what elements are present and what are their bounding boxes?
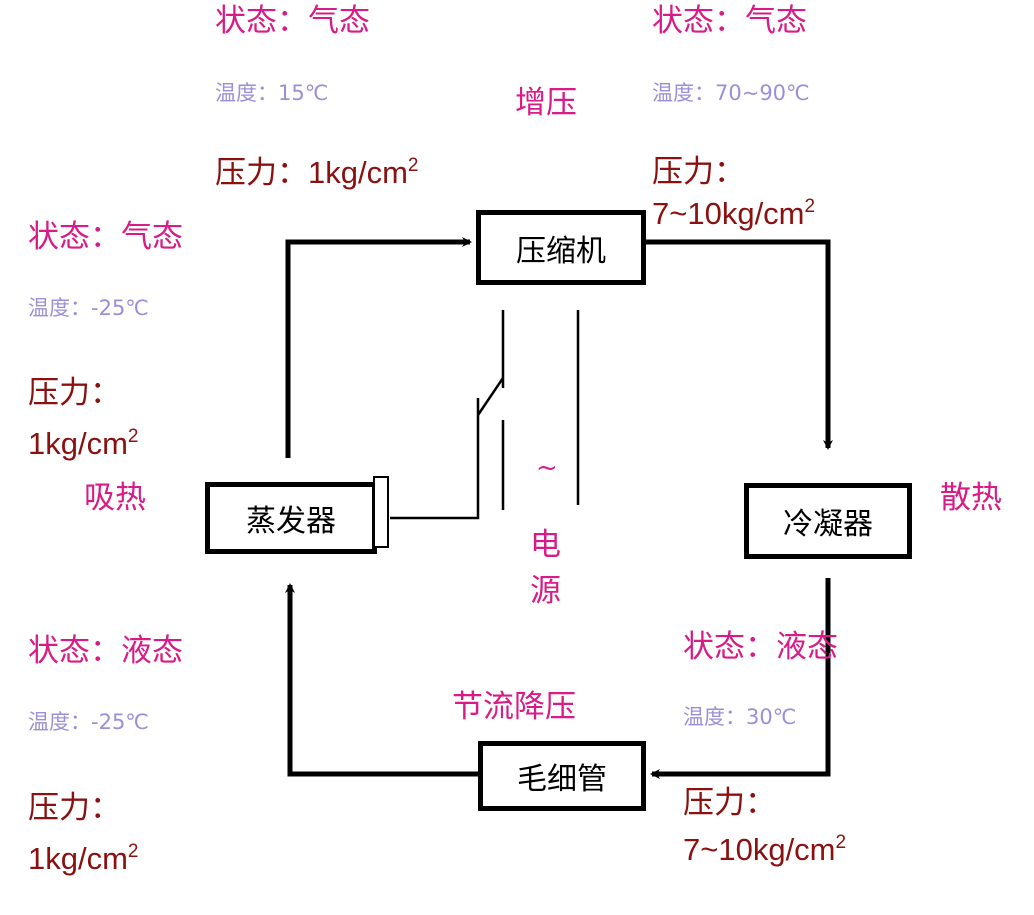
compressor-to-condenser-arrow [646,239,833,450]
exponent: 2 [835,832,847,853]
state-text: 状态：液态 [28,633,183,669]
pressure-number: 1kg/cm [28,426,128,461]
temperature-text: 温度：15℃ [215,81,329,105]
compress-label: 增压 [515,85,577,121]
pressure-value: 1kg/cm [308,155,408,190]
temperature-text: 温度：70~90℃ [652,81,810,105]
power-label-2: 源 [530,573,561,609]
temperature-text: 温度：-25℃ [28,710,149,734]
pressure-value: 7~10kg/cm2 [683,833,846,865]
exponent: 2 [804,196,816,217]
pressure-number: 7~10kg/cm [652,196,805,231]
release-heat-label: 散热 [940,480,1002,516]
power-label-1: 电 [530,527,561,563]
pressure-label: 压力： [652,154,745,189]
evap-to-compressor-arrow [285,237,472,458]
temperature-text: 温度：-25℃ [28,296,149,320]
power-circuit [390,310,580,520]
evaporator-terminal [373,476,389,548]
capillary-to-evap-arrow [285,583,478,777]
exponent: 2 [127,426,139,447]
pressure-label: 压力： [683,785,776,820]
state-text: 状态：气态 [215,3,370,39]
pressure-text: 压力：1kg/cm2 [215,156,419,188]
capillary-label: 毛细管 [517,762,607,797]
pressure-label: 压力： [215,155,308,190]
state-text: 状态：气态 [652,3,807,39]
pressure-label: 压力： [28,375,121,410]
state-text: 状态：液态 [683,629,838,665]
state-text: 状态：气态 [28,219,183,255]
compressor-label: 压缩机 [516,233,606,269]
exponent: 2 [407,155,419,176]
pressure-value: 1kg/cm2 [28,842,139,874]
condenser-box: 冷凝器 [744,483,912,559]
capillary-box: 毛细管 [478,741,646,811]
temperature-text: 温度：30℃ [683,705,797,729]
pressure-number: 7~10kg/cm [683,832,836,867]
exponent: 2 [127,841,139,862]
pressure-number: 1kg/cm [28,841,128,876]
pressure-label: 压力： [28,790,121,825]
ac-symbol: ~ [536,453,558,483]
pressure-value: 7~10kg/cm2 [652,197,815,229]
evaporator-label: 蒸发器 [246,504,336,539]
condenser-label: 冷凝器 [783,507,873,542]
absorb-heat-label: 吸热 [84,480,146,516]
throttle-label: 节流降压 [452,689,576,725]
compressor-box: 压缩机 [476,210,646,285]
condenser-to-capillary-arrow [650,578,831,779]
pressure-value: 1kg/cm2 [28,427,139,459]
evaporator-box: 蒸发器 [205,482,377,554]
